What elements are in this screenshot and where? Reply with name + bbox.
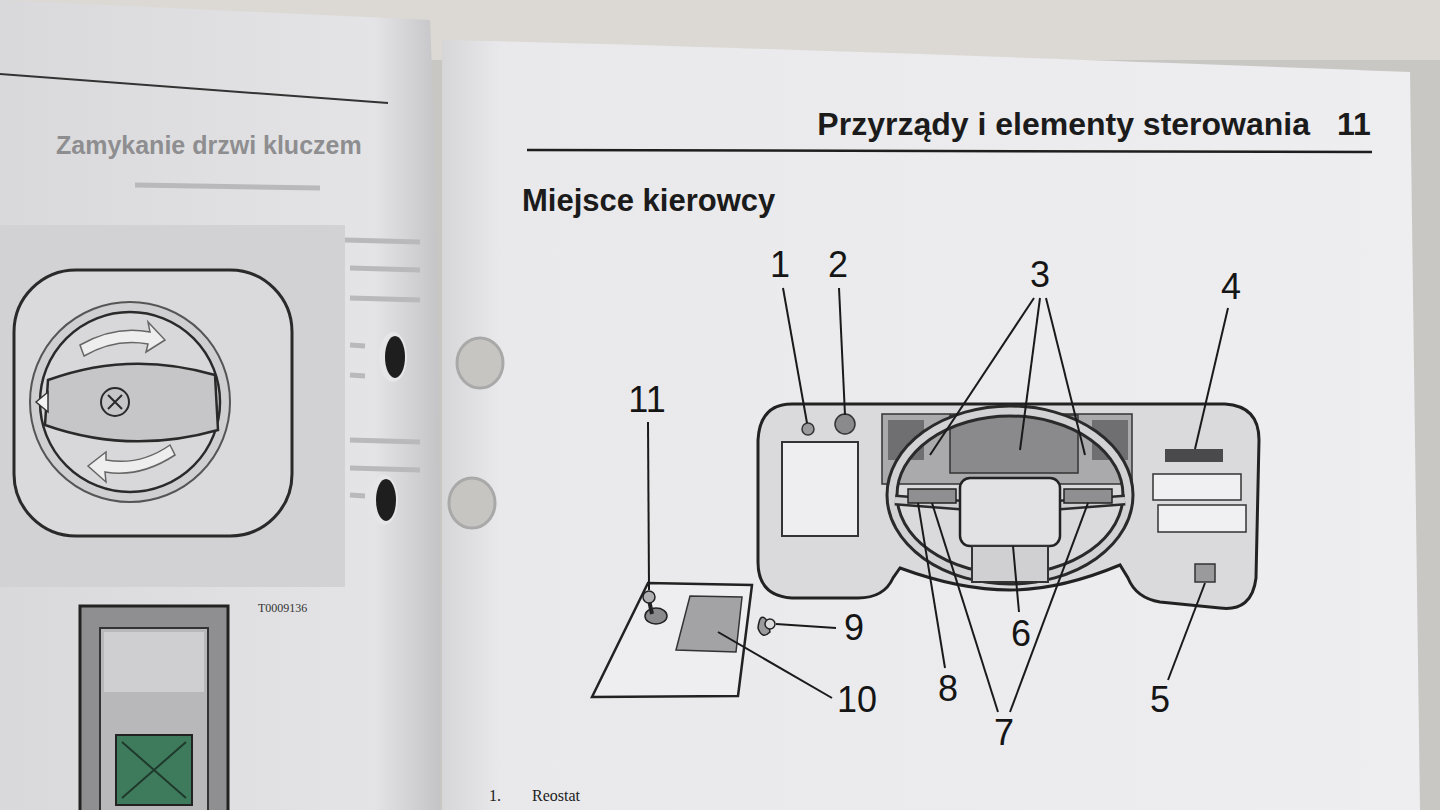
callout-number: 5 [1150, 682, 1170, 718]
punch-holes [370, 332, 503, 528]
list-item: Reostat [532, 788, 580, 804]
header-rule [0, 74, 388, 103]
page-number: 11 [1337, 108, 1371, 140]
lock-illustration [0, 225, 345, 587]
right-page [442, 40, 1420, 810]
section-heading: Miejsce kierowcy [522, 185, 775, 216]
callout-number: 7 [994, 715, 1014, 751]
rocker-switch-illustration [80, 606, 228, 810]
list-number: 1. [489, 788, 501, 804]
figure-code: T0009136 [258, 602, 307, 614]
callout-number: 6 [1011, 616, 1031, 652]
callout-number: 1 [770, 247, 790, 283]
callout-number: 8 [938, 671, 958, 707]
callout-number: 4 [1221, 269, 1241, 305]
callout-number: 2 [828, 247, 848, 283]
header-rule [527, 150, 1372, 152]
callout-number: 9 [844, 610, 864, 646]
callout-number: 3 [1030, 257, 1050, 293]
callout-number: 10 [837, 682, 877, 718]
leader-lines [648, 288, 1228, 712]
side-console-illustration [592, 583, 775, 697]
dashboard-illustration [758, 404, 1259, 608]
running-header: Przyrządy i elementy sterowania [817, 108, 1310, 140]
faded-heading: Zamykanie drzwi kluczem [56, 133, 362, 158]
callout-number: 11 [628, 382, 665, 418]
